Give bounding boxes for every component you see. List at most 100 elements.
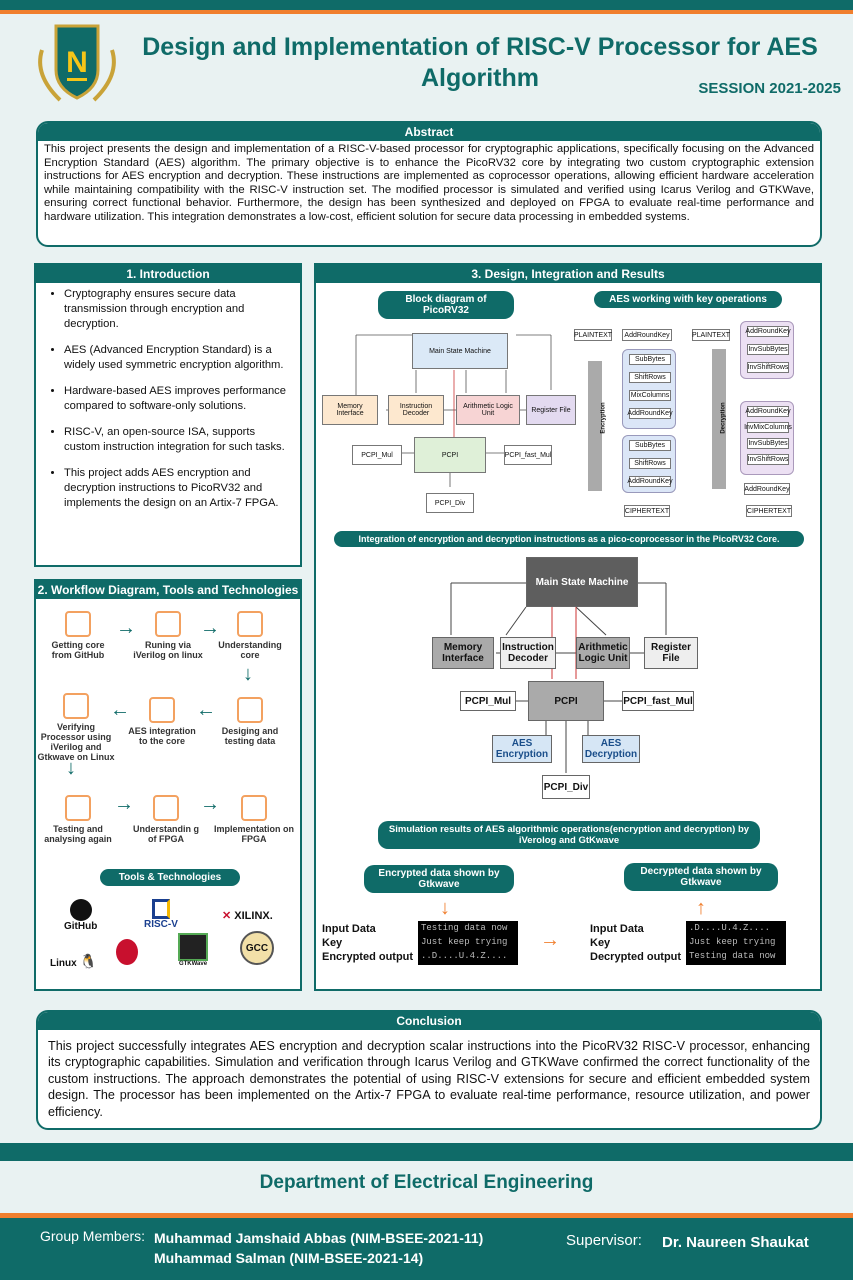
aes-enc-round: SubBytes ShiftRows MixColumns AddRoundKe… [622,349,676,429]
integ-pcpi: PCPI [528,681,604,721]
xilinx-logo: ✕ XILINX. [222,910,273,922]
block-pcpi: PCPI [414,437,486,473]
department-name: Department of Electrical Engineering [259,1172,594,1193]
arrow-down-icon: ↓ [243,663,253,685]
aes-addroundkey-round: AddRoundKey [627,408,673,419]
board-icon [241,795,267,821]
aes-mixcolumns: MixColumns [629,390,671,401]
integ-pcpi-div: PCPI_Div [542,775,590,799]
aes-invshiftrows: InvShiftRows [747,362,789,373]
list-item: AES (Advanced Encryption Standard) is a … [64,343,286,373]
block-alu: Arithmetic Logic Unit [456,395,520,425]
gnu-logo [116,939,138,965]
block-pcpi-fast-mul: PCPI_fast_Mul [504,445,552,465]
decrypted-results: Input Data Key Decrypted output .D....U.… [586,921,786,965]
workflow-step-iverilog: Runing via iVerilog on linux [132,611,204,660]
introduction-panel: 1. Introduction Cryptography ensures sec… [34,263,302,567]
conclusion-panel: Conclusion This project successfully int… [36,1010,822,1130]
gtkwave-dec-values: .D....U.4.Z.... Just keep trying Testing… [686,921,786,965]
aes-plaintext-dec: PLAINTEXT [692,329,730,341]
aes-shiftrows: ShiftRows [629,372,671,383]
integ-instruction-decoder: Instruction Decoder [500,637,556,669]
circuit-icon [149,697,175,723]
group-members-label: Group Members: [40,1228,146,1244]
label-key: Key [322,937,343,949]
arrow-right-icon: → [114,793,134,815]
gtkwave-enc-values: Testing data now Just keep trying ..D...… [418,921,518,965]
aes-addroundkey: AddRoundKey [622,329,672,341]
university-logo: N [38,24,116,102]
integ-register-file: Register File [644,637,698,669]
workflow-step-aes: AES integration to the core [126,697,198,746]
workflow-panel: 2. Workflow Diagram, Tools and Technolog… [34,579,302,991]
workflow-step-testing-data: Desiging and testing data [214,697,286,746]
aes-addroundkey: AddRoundKey [745,406,791,417]
integration-connectors [450,582,667,773]
aes-addroundkey: AddRoundKey [745,326,791,337]
workflow-heading: 2. Workflow Diagram, Tools and Technolog… [36,581,300,599]
introduction-heading: 1. Introduction [36,265,300,283]
block-pcpi-div: PCPI_Div [426,493,474,513]
workflow-step-github: Getting core from GitHub [42,611,114,660]
simulation-title: Simulation results of AES algorithmic op… [378,821,760,849]
block-diagram-connectors [355,334,552,487]
encrypted-results: Input Data Key Encrypted output Testing … [318,921,518,965]
integration-title: Integration of encryption and decryption… [334,531,804,547]
list-item: Hardware-based AES improves performance … [64,384,286,414]
aes-ciphertext: CIPHERTEXT [624,505,670,517]
integ-alu: Arithmetic Logic Unit [576,637,630,669]
github-logo: GitHub [64,899,97,932]
conclusion-text: This project successfully integrates AES… [48,1039,810,1119]
aes-invshiftrows: InvShiftRows [747,454,789,465]
arrow-right-icon: → [200,793,220,815]
aes-encryption-bar [588,361,602,491]
arrow-right-icon: → [200,617,220,639]
design-panel: 3. Design, Integration and Results Block… [314,263,822,991]
block-diagram-title: Block diagram of PicoRV32 [378,291,514,319]
arrow-left-icon: ← [196,699,216,721]
arrow-up-icon: ↑ [696,897,706,919]
integ-memory-interface: Memory Interface [432,637,494,669]
block-main-state-machine: Main State Machine [412,333,508,369]
footer-accent-bar [0,1213,853,1218]
tools-heading: Tools & Technologies [100,869,240,886]
footer-credits: Group Members: Muhammad Jamshaid Abbas (… [0,1218,853,1280]
label-input-data: Input Data [590,923,644,935]
aes-addroundkey-last: AddRoundKey [627,476,673,487]
supervisor-label: Supervisor: [566,1232,642,1249]
introduction-list: Cryptography ensures secure data transmi… [36,283,300,511]
supervisor-name: Dr. Naureen Shaukat [662,1234,809,1251]
label-input-data: Input Data [322,923,376,935]
gear-chart-icon [153,795,179,821]
aes-invsubbytes: InvSubBytes [747,438,789,449]
abstract-heading: Abstract [38,123,820,141]
member-2: Muhammad Salman (NIM-BSEE-2021-14) [154,1250,424,1266]
gcc-logo: GCC [240,931,274,965]
arrow-left-icon: ← [110,699,130,721]
aes-subbytes: SubBytes [629,354,671,365]
label-encrypted-output: Encrypted output [322,951,414,963]
poster-title: Design and Implementation of RISC-V Proc… [142,33,818,92]
aes-invmixcolumns: InvMixColumns [744,422,792,433]
member-1: Muhammad Jamshaid Abbas (NIM-BSEE-2021-1… [154,1230,484,1246]
list-item: This project adds AES encryption and dec… [64,466,286,511]
integ-main-state-machine: Main State Machine [526,557,638,607]
document-icon [237,697,263,723]
code-screen-icon [155,611,181,637]
conclusion-heading: Conclusion [38,1012,820,1030]
workflow-step-understand: Understanding core [214,611,286,660]
list-item: RISC-V, an open-source ISA, supports cus… [64,425,286,455]
integ-aes-decryption: AES Decryption [582,735,640,763]
session-label: SESSION 2021-2025 [698,80,841,97]
encrypted-title: Encrypted data shown by Gtkwave [364,865,514,893]
workflow-step-test-again: Testing and analysing again [42,795,114,844]
design-heading: 3. Design, Integration and Results [316,265,820,283]
riscv-logo: RISC-V [144,899,178,930]
list-item: Cryptography ensures secure data transmi… [64,287,286,332]
block-pcpi-mul: PCPI_Mul [352,445,402,465]
aes-subbytes: SubBytes [629,440,671,451]
workflow-step-implementation: Implementation on FPGA [212,795,296,844]
abstract-text: This project presents the design and imp… [44,143,814,223]
integ-pcpi-mul: PCPI_Mul [460,691,516,711]
arrow-down-icon: ↓ [66,757,76,779]
